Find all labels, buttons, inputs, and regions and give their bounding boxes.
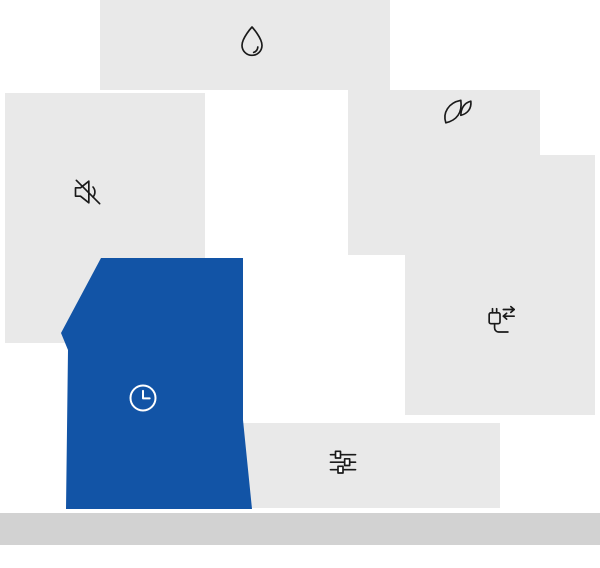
water-drop-icon [232, 22, 272, 62]
plug-swap-icon [480, 302, 520, 342]
clock-icon [123, 378, 163, 418]
sliders-icon [323, 443, 363, 483]
tile-water[interactable] [100, 0, 390, 90]
leaves-icon [435, 92, 475, 132]
speaker-mute-icon [68, 172, 108, 212]
tile-time-highlighted[interactable] [58, 255, 255, 512]
footer-bar [0, 513, 600, 545]
accent-polygon [61, 258, 252, 509]
tile-controls[interactable] [210, 423, 500, 508]
tile-power-connection[interactable] [405, 155, 595, 415]
